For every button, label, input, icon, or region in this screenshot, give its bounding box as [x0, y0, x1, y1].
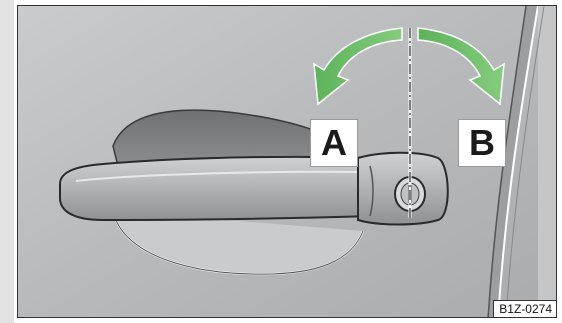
label-a: A — [310, 119, 358, 167]
figure-code: B1Z-0274 — [493, 300, 556, 317]
door-handle-illustration: A B B1Z-0274 — [17, 5, 557, 318]
curved-arrow-left-icon — [313, 27, 403, 106]
sidebar-strip — [0, 0, 14, 323]
label-b: B — [458, 119, 506, 167]
curved-arrow-right-icon — [417, 27, 505, 106]
